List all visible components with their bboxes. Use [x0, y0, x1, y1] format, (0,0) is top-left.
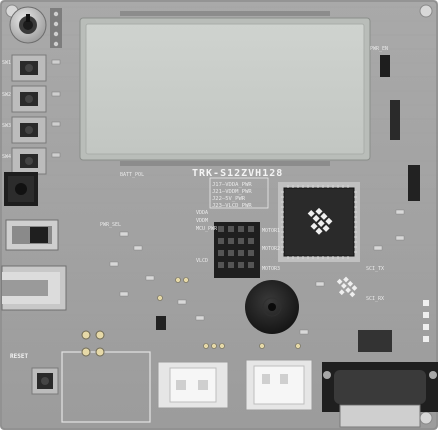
board-title: TRK-S12ZVH128 [192, 168, 283, 179]
switch-label: SW4 [2, 154, 11, 160]
switch-sw3[interactable] [11, 116, 47, 144]
pin-header [408, 165, 420, 201]
buzzer [245, 280, 299, 334]
switch-label: SW1 [2, 60, 11, 66]
potentiometer[interactable] [9, 6, 47, 44]
pin-header [390, 100, 400, 140]
connector-label: SCI_RX [366, 296, 384, 302]
switch-sw1[interactable] [11, 54, 47, 82]
motor-label: MOTOR1 [262, 228, 280, 234]
white-connector[interactable] [157, 361, 229, 409]
svg-text:J22–5V_PWR: J22–5V_PWR [212, 196, 246, 202]
motor-label: MOTOR2 [262, 246, 280, 252]
lcd-display [79, 11, 371, 166]
switch-label: SW2 [2, 92, 11, 98]
connector-label: PWR_EN [370, 46, 388, 52]
pin-header [380, 55, 390, 77]
reset-label: RESET [10, 353, 28, 360]
header-label: VLCD [196, 258, 208, 264]
connector-label: BATT_POL [120, 172, 144, 178]
jumper[interactable] [156, 316, 166, 330]
power-jack[interactable] [4, 172, 38, 206]
pin-header [50, 8, 62, 48]
motor-label: MOTOR3 [262, 266, 280, 272]
switch-sw2[interactable] [11, 85, 47, 113]
svg-text:J21–VDDM_PWR: J21–VDDM_PWR [212, 189, 252, 195]
db9-serial-connector[interactable] [322, 362, 438, 428]
reset-button[interactable] [31, 367, 59, 395]
header-label: MCU_PWR [196, 226, 218, 232]
slide-switch[interactable] [5, 219, 59, 251]
usb-connector[interactable] [1, 265, 67, 311]
header-label: VDDA [196, 210, 208, 216]
mounting-hole [419, 411, 433, 425]
jumper-header-block[interactable] [214, 222, 260, 278]
switch-label: SW3 [2, 123, 11, 129]
power-select-legend: J17–VDDA_PWR J21–VDDM_PWR J22–5V_PWR J23… [209, 177, 269, 209]
header-label: VDDM [196, 218, 208, 224]
mounting-hole [419, 4, 433, 18]
mcu-chip [278, 182, 360, 262]
svg-text:J17–VDDA_PWR: J17–VDDA_PWR [212, 182, 252, 188]
svg-text:J23–VLCD_PWR: J23–VLCD_PWR [212, 203, 252, 209]
connector-label: PWR_SEL [100, 222, 121, 228]
connector-label: SCI_TX [366, 266, 384, 272]
white-connector[interactable] [245, 359, 313, 411]
switch-sw4[interactable] [11, 147, 47, 175]
